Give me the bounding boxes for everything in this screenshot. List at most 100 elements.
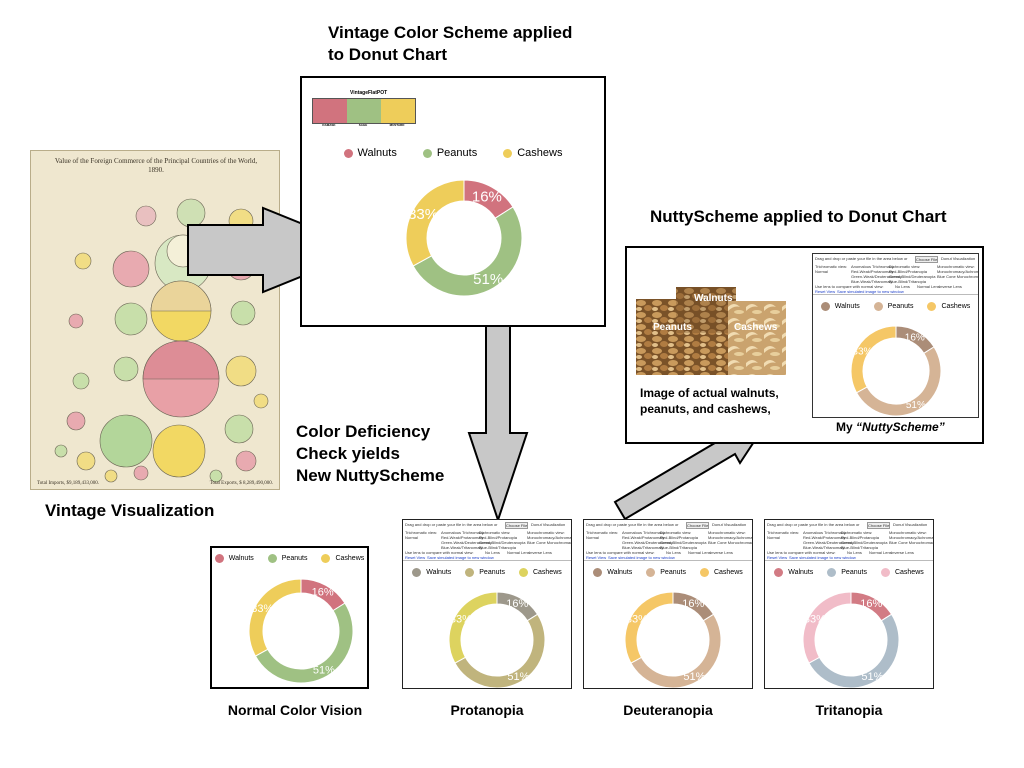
donut-chart-nutty: 16%51%33% <box>851 326 941 416</box>
legend-swatch <box>214 554 224 563</box>
toolbar-option: Normal <box>586 535 599 540</box>
legend-item-peanuts: Peanuts <box>465 568 505 577</box>
toolbar-lens-option: No Lens <box>485 550 500 555</box>
legend-label: Peanuts <box>841 569 867 576</box>
panel-deuteranopia: Drag and drop or paste your file in the … <box>583 519 753 689</box>
legend-label: Cashews <box>941 303 971 310</box>
nut-photo-caption: Image of actual walnuts, peanuts, and ca… <box>640 386 779 416</box>
toolbar-option: Normal <box>815 269 828 274</box>
nut-photo: Walnuts Peanuts Cashews <box>636 287 786 375</box>
palette-name-damask: DAMASK <box>322 123 336 127</box>
toolbar-link: Reset View <box>405 555 426 560</box>
legend-label: Walnuts <box>426 569 452 576</box>
toolbar-drop-text: Drag and drop or paste your file in the … <box>586 522 679 527</box>
toolbar-lens-option: Inverse Lens <box>939 284 962 289</box>
legend-item-walnuts: Walnuts <box>214 554 254 563</box>
toolbar-option: Blue-Weak/Tritanomaly <box>622 545 664 550</box>
toolbar-choose-file-button: Choose File <box>686 522 710 529</box>
toolbar-file-name: Donut Visualization <box>941 256 976 261</box>
toolbar-link: Reset View <box>767 555 788 560</box>
toolbar-option: Green-Blind/Deuteranopia <box>889 274 936 279</box>
legend-label: Cashews <box>713 569 743 576</box>
donut-label-walnuts: 16% <box>312 586 334 598</box>
legend-label: Peanuts <box>436 147 478 159</box>
donut-chart-normal: 16%51%33% <box>249 579 353 683</box>
toolbar-option: Red-Blind/Protanopia <box>889 269 928 274</box>
donut-label-peanuts: 51% <box>507 671 529 683</box>
vintage-scheme-panel: VintageFlatPOT DAMASK SAGE MUSTARD Walnu… <box>300 76 606 327</box>
nutty-caption-name: “NuttyScheme” <box>856 420 945 434</box>
donut-label-peanuts: 51% <box>861 671 883 683</box>
legend-swatch <box>503 148 513 158</box>
toolbar-lens-option: Normal Lens <box>869 550 892 555</box>
heading-deficiency: Color Deficiency Check yields New NuttyS… <box>296 422 445 485</box>
toolbar-option: Green-Blind/Deuteranopia <box>660 540 707 545</box>
toolbar-option: Anomalous Trichromacy: <box>851 264 896 269</box>
toolbar-option: Green-Weak/Deuteranomaly <box>441 540 492 545</box>
donut-label-walnuts: 16% <box>506 598 528 610</box>
panel-protanopia: Drag and drop or paste your file in the … <box>402 519 572 689</box>
toolbar-option: Monochromacy/Achromatopsia <box>937 269 978 274</box>
legend-item-peanuts: Peanuts <box>873 302 913 311</box>
toolbar-option: Green-Weak/Deuteranomaly <box>622 540 673 545</box>
caption-protanopia: Protanopia <box>450 702 524 718</box>
donut-label-walnuts: 16% <box>472 189 502 206</box>
poster-title: Value of the Foreign Commerce of the Pri… <box>54 157 258 174</box>
heading-vintage-visualization: Vintage Visualization <box>45 501 215 520</box>
toolbar-option: Blue Cone Monochromacy <box>527 540 571 545</box>
donut-label-cashews: 33% <box>450 613 472 625</box>
donut-slice-peanuts <box>254 602 353 683</box>
toolbar-option: Red-Blind/Protanopia <box>479 535 518 540</box>
legend-item-walnuts: Walnuts <box>343 147 397 159</box>
palette-swatch-sage <box>347 99 381 123</box>
nut-label-cashews: Cashews <box>734 322 778 333</box>
donut-label-walnuts: 16% <box>860 598 882 610</box>
legend-swatch <box>343 148 353 158</box>
toolbar-file-name: Donut Visualization <box>531 522 566 527</box>
donut-slice-cashews <box>406 180 465 267</box>
palette-swatches <box>312 98 416 124</box>
donut-chart-deuteranopia: 16%51%33% <box>625 592 721 688</box>
toolbar-option: Monochromatic view: <box>527 530 565 535</box>
caption-deuteranopia: Deuteranopia <box>623 702 713 718</box>
toolbar-option: Dichromatic view: <box>479 530 511 535</box>
toolbar-lens-compare: Use lens to compare with normal view: <box>405 550 474 555</box>
toolbar-option: Anomalous Trichromacy: <box>803 530 848 535</box>
nutty-caption-prefix: My <box>836 420 857 434</box>
toolbar-option: Anomalous Trichromacy: <box>622 530 667 535</box>
donut-label-cashews: 33% <box>804 613 826 625</box>
toolbar-option: Monochromatic view: <box>937 264 975 269</box>
legend-swatch <box>518 568 528 577</box>
toolbar-link: Save simulated image to new window <box>789 555 856 560</box>
legend-item-peanuts: Peanuts <box>827 568 867 577</box>
toolbar-option: Red-Weak/Protanomaly <box>441 535 484 540</box>
toolbar-lens-option: Inverse Lens <box>891 550 914 555</box>
toolbar-option: Blue Cone Monochromacy <box>708 540 752 545</box>
toolbar-option: Normal <box>405 535 418 540</box>
toolbar-lens-compare: Use lens to compare with normal view: <box>586 550 655 555</box>
donut-label-walnuts: 16% <box>682 598 704 610</box>
legend-item-walnuts: Walnuts <box>593 568 632 577</box>
donut-slice-cashews <box>449 592 498 664</box>
toolbar-link: Reset View <box>815 289 836 294</box>
toolbar-drop-text: Drag and drop or paste your file in the … <box>815 256 908 261</box>
toolbar-lens-compare: Use lens to compare with normal view: <box>815 284 884 289</box>
legend-swatch <box>267 554 277 563</box>
legend-item-cashews: Cashews <box>880 568 924 577</box>
arrow-down <box>467 312 529 524</box>
donut-slice-cashews <box>625 592 674 664</box>
legend-item-cashews: Cashews <box>699 568 743 577</box>
toolbar-lens-compare: Use lens to compare with normal view: <box>767 550 836 555</box>
palette-name-mustard: MUSTARD <box>389 123 405 127</box>
legend-swatch <box>646 568 656 577</box>
toolbar-option: Blue-Weak/Tritanomaly <box>803 545 845 550</box>
toolbar-option: Monochromatic view: <box>889 530 927 535</box>
toolbar-option: Trichromatic view: <box>815 264 848 269</box>
legend-label: Walnuts <box>357 147 397 159</box>
toolbar-lens-option: Normal Lens <box>507 550 530 555</box>
toolbar-lens-option: Inverse Lens <box>529 550 552 555</box>
